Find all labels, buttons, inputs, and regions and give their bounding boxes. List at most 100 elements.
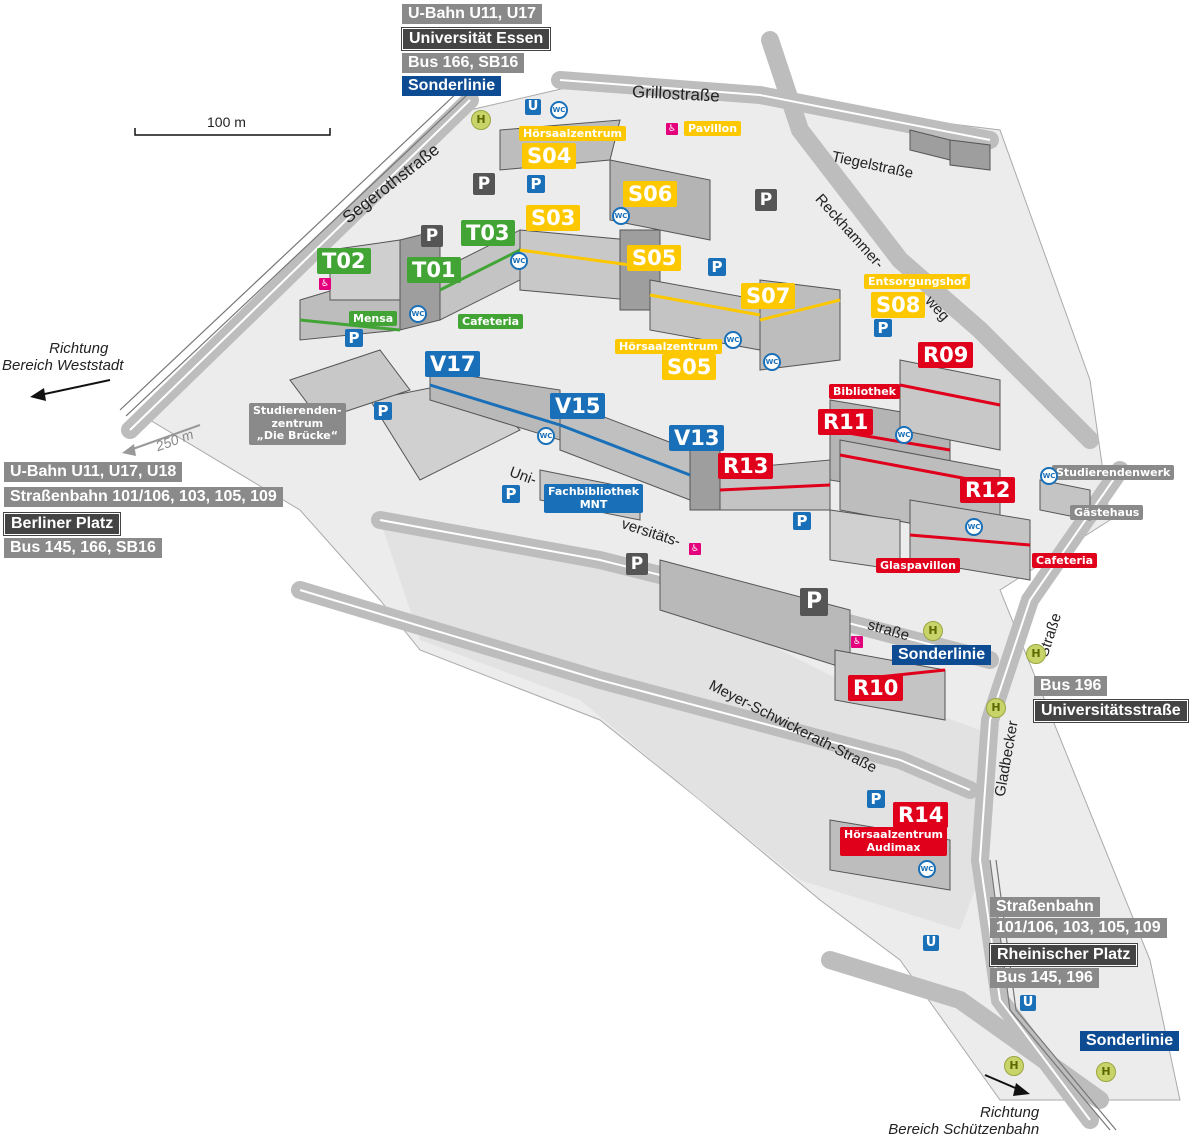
accessibility-icon: ♿ bbox=[689, 543, 701, 555]
parking-deck-icon: P bbox=[800, 588, 828, 616]
building-label-t01: T01 bbox=[407, 257, 461, 283]
wc-icon: WC bbox=[724, 331, 742, 349]
building-s03 bbox=[519, 229, 631, 301]
parking-lot-icon: P bbox=[473, 173, 495, 195]
direction-west: Richtung Bereich Weststadt bbox=[2, 340, 123, 374]
parking-icon: P bbox=[527, 175, 545, 193]
parking-icon: P bbox=[374, 402, 392, 420]
wc-icon: WC bbox=[918, 860, 936, 878]
accessibility-icon: ♿ bbox=[319, 278, 331, 290]
wc-icon: WC bbox=[550, 101, 568, 119]
direction-south-line1: Richtung bbox=[980, 1104, 1040, 1121]
building-label-v17: V17 bbox=[425, 351, 481, 377]
transit-right-station: Universitätsstraße bbox=[1033, 699, 1189, 723]
facility-fachbibliothek-line2: MNT bbox=[579, 497, 608, 511]
building-label-r14: R14 bbox=[893, 802, 949, 828]
parking-lot-icon: P bbox=[755, 189, 777, 211]
building-label-r13: R13 bbox=[718, 453, 774, 479]
bus-stop-icon: H bbox=[923, 621, 943, 641]
building-label-s08: S08 bbox=[871, 292, 926, 318]
facility-bruecke-line3: „Die Brücke“ bbox=[256, 429, 338, 443]
arrow-south bbox=[984, 1074, 1021, 1091]
facility-cafeteria-t: Cafeteria bbox=[458, 314, 524, 329]
arrow-south-head bbox=[1013, 1083, 1030, 1096]
facility-bruecke: Studierenden- zentrum „Die Brücke“ bbox=[249, 403, 346, 445]
direction-west-line2: Bereich Weststadt bbox=[2, 357, 124, 374]
building-label-v15: V15 bbox=[550, 393, 606, 419]
building-label-t02: T02 bbox=[317, 248, 371, 274]
arrow-250-head bbox=[122, 444, 136, 456]
transit-top-ubahn: U-Bahn U11, U17 bbox=[402, 4, 543, 24]
transit-top-bus: Bus 166, SB16 bbox=[402, 53, 525, 73]
facility-mensa: Mensa bbox=[349, 311, 398, 326]
transit-bottom-bus: Bus 145, 196 bbox=[990, 968, 1099, 988]
building-label-s05-a: S05 bbox=[627, 245, 682, 271]
ubahn-icon: U bbox=[525, 99, 541, 115]
transit-bottom-station: Rheinischer Platz bbox=[988, 943, 1139, 967]
wc-icon: WC bbox=[510, 252, 528, 270]
facility-glaspavillon: Glaspavillon bbox=[876, 558, 960, 573]
transit-bottom-sonderlinie: Sonderlinie bbox=[1080, 1031, 1180, 1051]
bus-stop-icon: H bbox=[986, 698, 1006, 718]
parking-icon: P bbox=[345, 329, 363, 347]
ubahn-icon: U bbox=[923, 935, 939, 951]
parking-icon: P bbox=[793, 512, 811, 530]
wc-icon: WC bbox=[612, 207, 630, 225]
facility-audimax-line1: Hörsaalzentrum bbox=[844, 828, 944, 841]
building-label-s06: S06 bbox=[623, 181, 678, 207]
building-label-r10: R10 bbox=[848, 675, 904, 701]
transit-left-bus: Bus 145, 166, SB16 bbox=[4, 538, 162, 558]
building-label-s03: S03 bbox=[526, 205, 581, 231]
transit-bottom-tram-lines: 101/106, 103, 105, 109 bbox=[990, 918, 1167, 938]
wc-icon: WC bbox=[895, 426, 913, 444]
parking-icon: P bbox=[502, 485, 520, 503]
scale-bar bbox=[134, 128, 331, 136]
transit-left-tram: Straßenbahn 101/106, 103, 105, 109 bbox=[4, 487, 283, 507]
building-label-r11: R11 bbox=[818, 409, 874, 435]
wc-icon: WC bbox=[763, 353, 781, 371]
wc-icon: WC bbox=[409, 305, 427, 323]
bus-stop-icon: H bbox=[1026, 644, 1046, 664]
building-label-t03: T03 bbox=[461, 220, 515, 246]
accessibility-icon: ♿ bbox=[851, 636, 863, 648]
transit-right-bus: Bus 196 bbox=[1034, 676, 1108, 696]
transit-left-station: Berliner Platz bbox=[2, 512, 122, 536]
parking-icon: P bbox=[874, 319, 892, 337]
arrow-250 bbox=[129, 424, 201, 451]
parking-lot-icon: P bbox=[626, 553, 648, 575]
transit-top-station: Universität Essen bbox=[400, 27, 552, 51]
facility-bruecke-line2: zentrum bbox=[271, 416, 324, 430]
direction-south: Richtung Bereich Schützenbahn bbox=[878, 1104, 1039, 1138]
facility-studierendenwerk: Studierendenwerk bbox=[1052, 465, 1175, 480]
facility-bibliothek: Bibliothek bbox=[829, 384, 900, 399]
wc-icon: WC bbox=[537, 427, 555, 445]
transit-left-ubahn: U-Bahn U11, U17, U18 bbox=[4, 462, 183, 482]
bus-stop-icon: H bbox=[1096, 1062, 1116, 1082]
facility-bruecke-line1: Studierenden- bbox=[253, 404, 342, 417]
arrow-west-head bbox=[30, 388, 46, 401]
wc-icon: WC bbox=[1040, 467, 1058, 485]
sonderlinie-mid: Sonderlinie bbox=[892, 645, 992, 665]
building-v13-tower bbox=[689, 449, 721, 511]
transit-bottom-tram: Straßenbahn bbox=[990, 897, 1100, 917]
scale-label: 100 m bbox=[207, 114, 246, 130]
facility-fachbibliothek-line1: Fachbibliothek bbox=[548, 485, 640, 498]
building-label-r09: R09 bbox=[918, 342, 974, 368]
facility-hoersaal-s05: Hörsaalzentrum bbox=[615, 339, 723, 354]
transit-top-sonderlinie: Sonderlinie bbox=[402, 76, 502, 96]
building-r09 bbox=[899, 359, 1001, 451]
arrow-west bbox=[39, 379, 111, 396]
bus-stop-icon: H bbox=[1004, 1056, 1024, 1076]
facility-hoersaal-s04: Hörsaalzentrum bbox=[519, 126, 627, 141]
facility-cafeteria-r: Cafeteria bbox=[1032, 553, 1098, 568]
facility-audimax: Hörsaalzentrum Audimax bbox=[840, 827, 948, 857]
ubahn-icon: U bbox=[1020, 995, 1036, 1011]
bus-stop-icon: H bbox=[471, 110, 491, 130]
building-north-2 bbox=[949, 139, 991, 171]
building-label-s07: S07 bbox=[741, 283, 796, 309]
parking-icon: P bbox=[708, 258, 726, 276]
accessibility-icon: ♿ bbox=[666, 123, 678, 135]
facility-entsorgungshof: Entsorgungshof bbox=[864, 274, 971, 289]
building-label-r12: R12 bbox=[960, 477, 1016, 503]
